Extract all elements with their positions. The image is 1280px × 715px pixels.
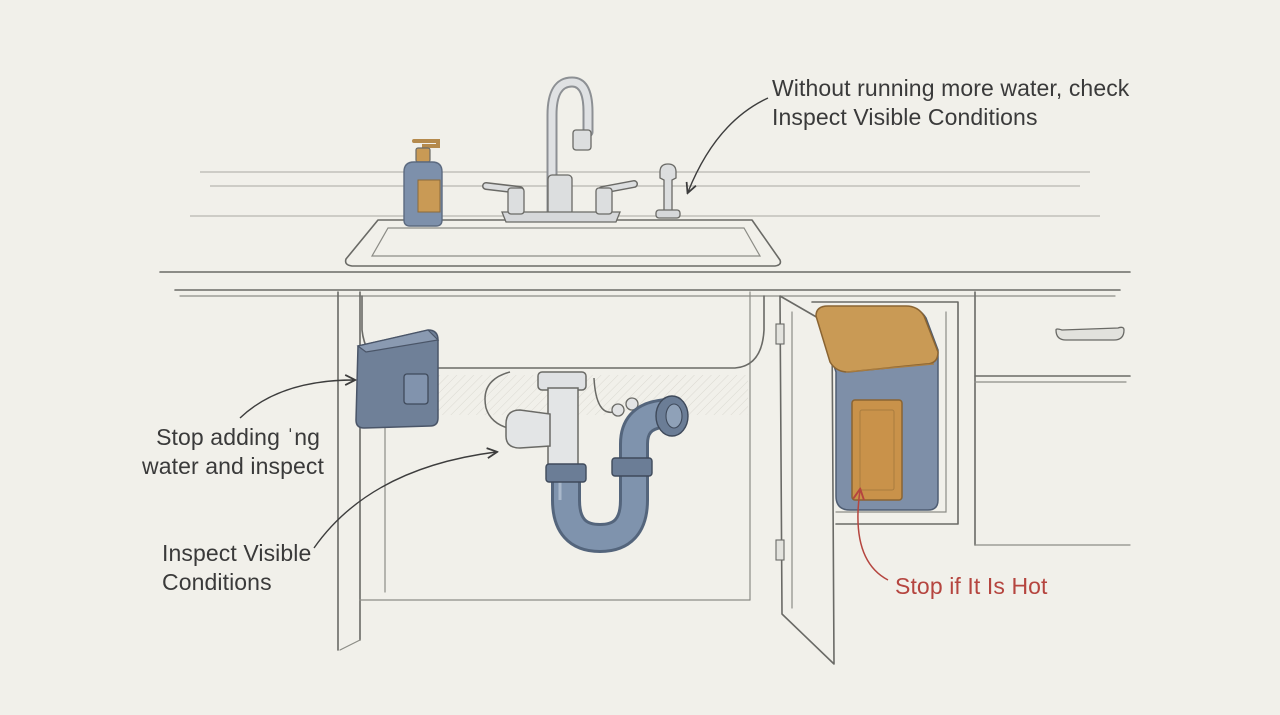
sprayer-icon bbox=[655, 163, 681, 219]
annotation-left-upper-line1: Stop adding ˈng bbox=[156, 424, 320, 450]
annotation-hot-line1: Stop if It Is Hot bbox=[895, 573, 1048, 599]
soap-dispenser-icon bbox=[403, 139, 443, 227]
arrow-to-heater bbox=[858, 490, 889, 581]
annotation-arrows bbox=[239, 97, 889, 581]
countertop bbox=[159, 271, 1131, 297]
faucet-icon bbox=[482, 76, 638, 223]
sink-basin bbox=[344, 219, 782, 267]
cabinet-door bbox=[775, 295, 835, 665]
arrow-to-trap bbox=[313, 452, 496, 549]
annotation-left-upper-line2: water and inspect bbox=[142, 453, 324, 479]
annotation-left-lower-line1: Inspect Visible bbox=[162, 540, 312, 566]
annotation-top-line2: Inspect Visible Conditions bbox=[772, 104, 1038, 130]
annotation-left-upper: Stop adding ˈng water and inspect bbox=[142, 423, 324, 481]
annotation-hot-warning: Stop if It Is Hot bbox=[895, 572, 1048, 601]
electrical-box-icon bbox=[355, 329, 440, 429]
p-trap-pipe-icon bbox=[505, 371, 689, 554]
annotation-left-lower: Inspect Visible Conditions bbox=[162, 539, 311, 597]
backsplash bbox=[190, 171, 1100, 217]
water-heater-icon bbox=[811, 301, 959, 525]
annotation-top-line1: Without running more water, check bbox=[772, 75, 1130, 101]
annotation-top: Without running more water, check Inspec… bbox=[772, 74, 1129, 132]
arrow-to-electrical-box bbox=[239, 380, 354, 419]
arrow-top-to-sprayer bbox=[688, 97, 769, 192]
annotation-left-lower-line2: Conditions bbox=[162, 569, 272, 595]
